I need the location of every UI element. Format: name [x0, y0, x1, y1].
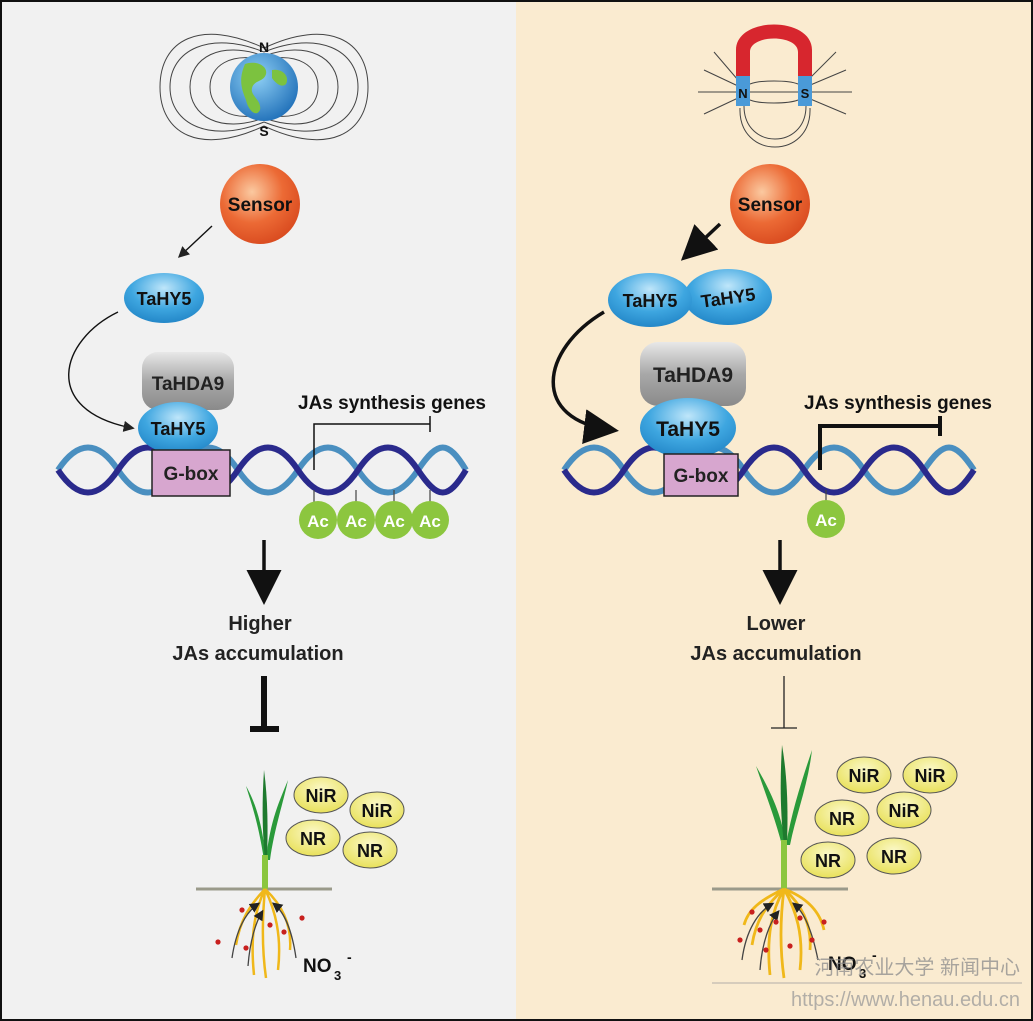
acetyl-mark — [807, 500, 845, 538]
right-enzymes: NiR NiR NR NiR NR NR — [800, 756, 958, 879]
right-outcome-line1: Lower — [747, 613, 806, 635]
svg-text:-: - — [872, 947, 877, 963]
right-tahy5-free-a — [608, 273, 692, 327]
right-sensor-node — [730, 164, 810, 244]
right-horseshoe-magnet: N S — [698, 24, 852, 148]
left-outcome-line2: JAs accumulation — [172, 643, 343, 665]
watermark-name: 河南农业大学 新闻中心 — [814, 956, 1020, 979]
enzyme-blob — [902, 756, 958, 794]
right-sensor-arrow — [680, 222, 722, 261]
left-gbox-label: G-box — [164, 464, 219, 485]
earth-globe-icon — [230, 53, 298, 121]
left-sensor-label: Sensor — [228, 195, 293, 216]
left-pole-north: N — [259, 39, 269, 55]
svg-text:-: - — [347, 949, 352, 965]
right-dna-helix — [561, 444, 977, 496]
left-acetyl-group: Ac Ac Ac Ac — [299, 490, 449, 539]
left-gbox — [151, 449, 231, 497]
right-nitrate-label: NO 3 - — [828, 947, 877, 981]
enzyme-blob — [342, 831, 398, 869]
field-lines — [159, 33, 369, 141]
left-tahda9-label: TaHDA9 — [152, 374, 225, 395]
right-tahy5-bound-label: TaHY5 — [656, 418, 720, 441]
right-tahda9-label: TaHDA9 — [653, 364, 733, 387]
left-wheat-seedling — [196, 770, 332, 979]
enzyme-label: NiR — [362, 801, 393, 821]
enzyme-label: NR — [815, 851, 841, 871]
left-recruit-arrow — [68, 311, 135, 432]
left-tahy5-bound — [138, 402, 218, 454]
svg-text:NO: NO — [828, 954, 857, 975]
right-pole-north: N — [738, 86, 747, 101]
enzyme-blob — [800, 841, 856, 879]
enzyme-blob — [814, 799, 870, 837]
left-nitrate-label: NO 3 - — [303, 949, 352, 983]
left-geomagnetic-field: N S — [159, 33, 369, 141]
enzyme-blob — [836, 756, 892, 794]
svg-text:NO: NO — [303, 956, 332, 977]
enzyme-label: NiR — [849, 766, 880, 786]
right-tahy5-free-b — [684, 269, 772, 325]
enzyme-label: NR — [300, 829, 326, 849]
right-pole-south: S — [801, 86, 810, 101]
right-tahy5-bound — [640, 398, 736, 458]
acetyl-mark-label: Ac — [815, 511, 837, 530]
left-inhibition-bar — [250, 676, 279, 732]
left-outcome-line1: Higher — [228, 613, 292, 635]
svg-text:3: 3 — [334, 968, 341, 983]
enzyme-blob — [349, 791, 405, 829]
left-enzymes: NiR NiR NR NR — [285, 776, 405, 869]
acetyl-mark-label: Ac — [307, 512, 329, 531]
right-recruit-arrow — [551, 310, 619, 444]
acetyl-mark-label: Ac — [383, 512, 405, 531]
left-sensor-node — [220, 164, 300, 244]
enzyme-label: NR — [357, 841, 383, 861]
enzyme-label: NiR — [306, 786, 337, 806]
enzyme-blob — [876, 791, 932, 829]
right-wheat-seedling — [712, 745, 848, 979]
right-panel-background — [516, 0, 1033, 1021]
right-gbox-label: G-box — [674, 466, 729, 487]
enzyme-blob — [285, 819, 341, 857]
acetyl-mark — [375, 501, 413, 539]
left-sensor-arrow — [177, 225, 213, 258]
left-pole-south: S — [259, 123, 268, 139]
left-tahda9-box — [142, 352, 234, 410]
enzyme-label: NiR — [889, 801, 920, 821]
acetyl-mark — [299, 501, 337, 539]
right-outcome-line2: JAs accumulation — [690, 643, 861, 665]
right-tahda9-box — [640, 342, 746, 406]
right-gbox — [663, 453, 739, 497]
enzyme-label: NR — [881, 847, 907, 867]
watermark: 河南农业大学 新闻中心 https://www.henau.edu.cn — [712, 956, 1022, 1011]
earth-continent-shape — [272, 69, 288, 86]
acetyl-mark-label: Ac — [419, 512, 441, 531]
enzyme-label: NR — [829, 809, 855, 829]
acetyl-mark — [337, 501, 375, 539]
left-tahy5-free — [124, 273, 204, 323]
enzyme-label: NiR — [915, 766, 946, 786]
left-genes-label: JAs synthesis genes — [298, 393, 486, 414]
watermark-url: https://www.henau.edu.cn — [791, 989, 1020, 1011]
right-acetyl-group: Ac — [807, 490, 845, 538]
enzyme-blob — [866, 837, 922, 875]
left-tahy5-bound-label: TaHY5 — [151, 419, 206, 439]
right-gene-promoter-arrow — [818, 416, 942, 470]
enzyme-blob — [293, 776, 349, 814]
earth-continent-shape — [241, 62, 267, 114]
left-gene-promoter-arrow — [313, 416, 431, 470]
right-tahy5-free-a-label: TaHY5 — [623, 291, 678, 311]
acetyl-mark — [411, 501, 449, 539]
acetyl-mark-label: Ac — [345, 512, 367, 531]
svg-text:3: 3 — [859, 966, 866, 981]
left-dna-helix — [55, 444, 469, 496]
left-tahy5-free-label: TaHY5 — [137, 289, 192, 309]
right-genes-label: JAs synthesis genes — [804, 393, 992, 414]
right-sensor-label: Sensor — [738, 195, 803, 216]
right-inhibition-bar — [771, 676, 797, 729]
